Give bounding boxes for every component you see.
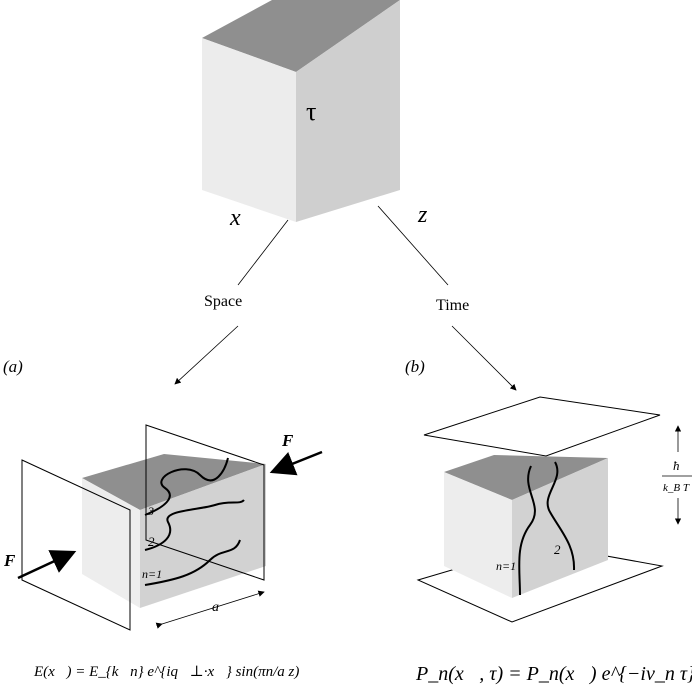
panel-b-box-top — [444, 455, 608, 500]
panel-a-equation: E(x⃗) = E_{k⃗n} e^{iq⃗⊥·x⃗} sin(πn/a z) — [33, 664, 299, 680]
panel-b-top-plane — [423, 396, 661, 457]
top-cube-right-face — [296, 0, 400, 222]
panel-a-force-arrow-left — [17, 550, 77, 580]
label-x: x — [229, 205, 241, 231]
panel-b-height-den: k_B T — [663, 482, 690, 494]
panel-b-line-label-2: 2 — [554, 542, 561, 557]
panel-a-right-plane — [145, 424, 265, 581]
panel-b-equation: P_n(x⃗, τ) = P_n(x⃗) e^{−iν_n τ} — [415, 663, 692, 685]
time-branch-line — [377, 205, 449, 286]
panel-a-box-right — [140, 464, 266, 608]
time-label: Time — [436, 297, 469, 314]
panel-a-line-label-n1: n=1 — [142, 567, 162, 581]
panel-a-line-label-2: 2 — [148, 534, 155, 549]
panel-b-tag: (b) — [405, 357, 425, 376]
panel-a-left-plane — [21, 459, 131, 631]
branches: Space Time — [174, 205, 517, 391]
panel-a-force-arrow-right — [269, 450, 323, 476]
space-branch-line — [237, 219, 289, 286]
top-cube: τ x z — [202, 0, 428, 231]
time-arrow — [451, 325, 517, 391]
space-arrow — [174, 325, 239, 385]
panel-b-height-num: ħ — [673, 458, 680, 473]
panel-a-tag: (a) — [3, 357, 23, 376]
panel-a-line-3 — [144, 457, 229, 516]
panel-a-line-n1 — [144, 539, 241, 586]
panel-a-dimension-label: a — [212, 600, 219, 615]
top-cube-top-face — [202, 0, 400, 72]
panel-b-line-label-n1: n=1 — [496, 559, 516, 573]
panel-b: (b) n=1 2 ħ k_B T — [405, 357, 692, 623]
panel-a-dimension-line — [155, 590, 265, 629]
panel-b-line-2 — [546, 461, 576, 571]
space-label: Space — [204, 293, 242, 310]
panel-a: (a) 3 2 n=1 F F a — [3, 357, 323, 631]
panel-b-box-left — [444, 472, 512, 598]
panel-a-line-2 — [144, 499, 245, 551]
panel-a-box-top — [82, 454, 266, 510]
panel-b-line-n1 — [518, 465, 536, 596]
label-tau: τ — [306, 97, 316, 126]
panel-a-box-left — [82, 478, 140, 608]
label-z: z — [417, 202, 428, 228]
panel-a-force-label-left: F — [3, 551, 16, 570]
panel-a-force-label-right: F — [281, 431, 294, 450]
panel-a-line-label-3: 3 — [147, 504, 154, 518]
top-cube-left-face — [202, 38, 296, 222]
